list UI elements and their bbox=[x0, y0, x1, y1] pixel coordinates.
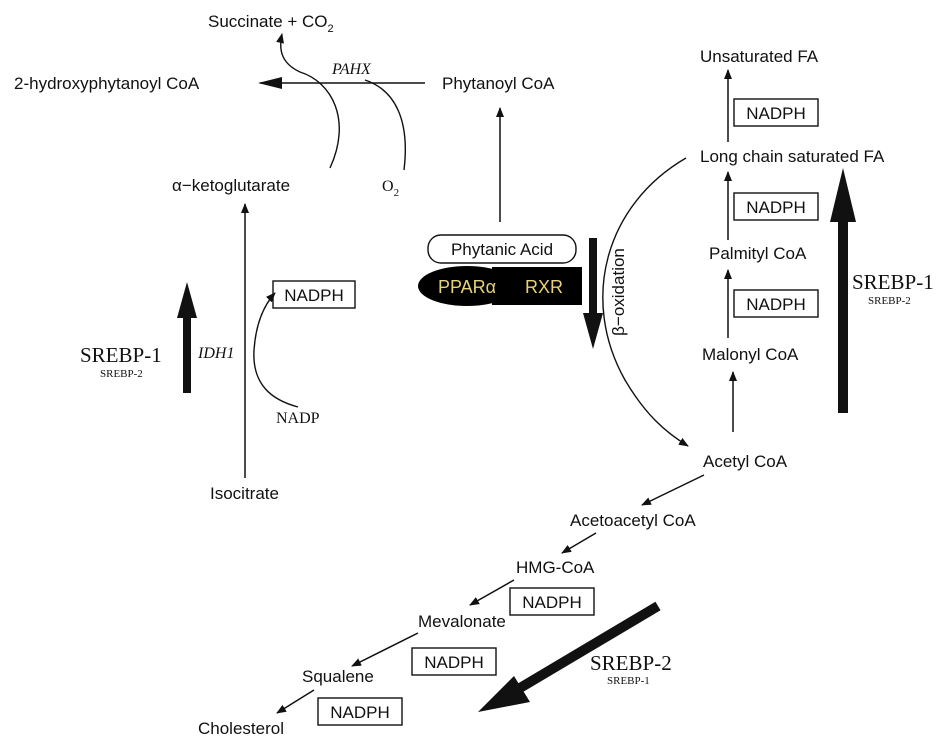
phytanic-acid-label: Phytanic Acid bbox=[451, 240, 553, 259]
phytanoyl-coa-label: Phytanoyl CoA bbox=[442, 74, 555, 93]
hmg-coa-label: HMG-CoA bbox=[516, 558, 595, 577]
srebp1-left-arrowhead bbox=[177, 282, 197, 318]
srebp1-right-label: SREBP-1 bbox=[852, 270, 934, 294]
srebp1-right-arrowhead bbox=[830, 168, 856, 222]
mevalonate-to-squalene-arrow bbox=[351, 632, 419, 667]
srebp1-left-label: SREBP-1 bbox=[80, 343, 162, 367]
longchain-to-acetyl-curve bbox=[602, 157, 689, 447]
acetoacetyl-coa-label: Acetoacetyl CoA bbox=[570, 511, 696, 530]
srebp1-bottom-sub-label: SREBP-1 bbox=[607, 675, 650, 687]
acetyl-coa-label: Acetyl CoA bbox=[703, 452, 788, 471]
srebp2-bottom-label: SREBP-2 bbox=[590, 651, 672, 675]
nadph-label-squalene: NADPH bbox=[330, 703, 390, 722]
srebp2-left-sub-label: SREBP-2 bbox=[100, 368, 143, 380]
mevalonate-label: Mevalonate bbox=[418, 612, 506, 631]
nadp-label: NADP bbox=[276, 410, 320, 427]
ppar-alpha-label: PPARα bbox=[438, 277, 496, 297]
alpha-ketoglutarate-label: α−ketoglutarate bbox=[172, 176, 290, 195]
nadph-label-mevalonate: NADPH bbox=[424, 653, 484, 672]
palmityl-coa-label: Palmityl CoA bbox=[709, 244, 807, 263]
beta-oxidation-label: β−oxidation bbox=[609, 248, 628, 336]
hydroxyphytanoyl-coa-label: 2-hydroxyphytanoyl CoA bbox=[14, 74, 200, 93]
nadph-box-unsat bbox=[733, 98, 819, 127]
srebp2-arrowhead bbox=[478, 676, 530, 712]
malonyl-coa-label: Malonyl CoA bbox=[702, 345, 799, 364]
succinate-co2-label: Succinate + CO2 bbox=[208, 12, 334, 35]
nadp-to-nadph-curve bbox=[253, 292, 299, 408]
nadph-label-idh: NADPH bbox=[284, 286, 344, 305]
ketoglutarate-to-succinate-curve bbox=[276, 33, 340, 169]
idh1-enzyme-label: IDH1 bbox=[197, 345, 234, 362]
hmg-to-mevalonate-arrow bbox=[469, 579, 515, 606]
pahx-arrowhead bbox=[258, 77, 282, 89]
o2-label: O2 bbox=[382, 178, 399, 199]
cholesterol-label: Cholesterol bbox=[198, 719, 284, 737]
srebp2-arrow-shaft bbox=[517, 601, 661, 693]
o2-input-curve bbox=[364, 79, 406, 171]
pahx-enzyme-label: PAHX bbox=[331, 61, 372, 78]
squalene-label: Squalene bbox=[302, 667, 374, 686]
acetyl-to-acetoacetyl-arrow bbox=[641, 474, 705, 506]
nadph-label-hmg: NADPH bbox=[522, 593, 582, 612]
rxr-label: RXR bbox=[525, 277, 563, 297]
unsaturated-fa-label: Unsaturated FA bbox=[700, 47, 819, 66]
nadph-box-longchain bbox=[733, 192, 819, 221]
ppar-alpha-ellipse bbox=[418, 266, 516, 306]
srebp2-right-sub-label: SREBP-2 bbox=[868, 295, 911, 307]
squalene-to-cholesterol-arrow bbox=[276, 689, 315, 714]
phytanic-acid-box bbox=[427, 234, 577, 264]
nadph-box-squalene bbox=[317, 697, 403, 726]
nadph-label-palmityl: NADPH bbox=[746, 295, 806, 314]
isocitrate-label: Isocitrate bbox=[210, 484, 279, 503]
acetoacetyl-to-hmg-arrow bbox=[561, 532, 597, 554]
nadph-label-unsat: NADPH bbox=[746, 104, 806, 123]
long-chain-fa-label: Long chain saturated FA bbox=[700, 147, 885, 166]
nadph-box-hmg bbox=[509, 587, 595, 616]
nadph-box-palmityl bbox=[733, 289, 819, 318]
nadph-box-mevalonate bbox=[411, 647, 497, 676]
nadph-label-longchain: NADPH bbox=[746, 198, 806, 217]
beta-oxidation-arrowhead bbox=[583, 313, 603, 349]
